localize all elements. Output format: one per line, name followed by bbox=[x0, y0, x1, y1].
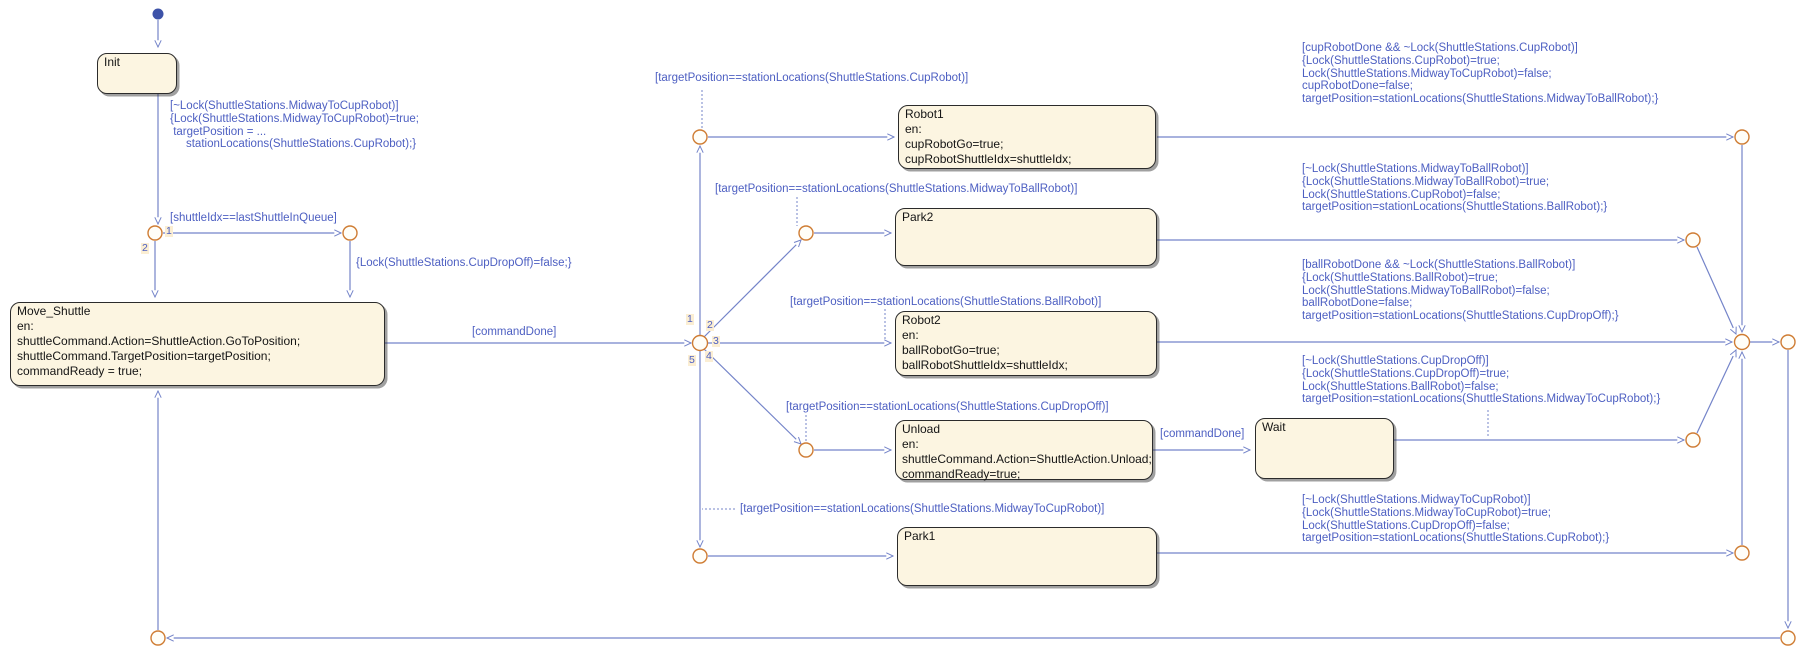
junction-jd-merge[interactable] bbox=[1733, 333, 1751, 351]
state-title: Unload bbox=[902, 422, 941, 436]
transition-jc-to-jd[interactable] bbox=[1696, 348, 1737, 434]
transition-label-cond-midway-cup[interactable]: [targetPosition==stationLocations(Shuttl… bbox=[740, 503, 1105, 515]
state-move-shuttle[interactable]: Move_Shuttle en: shuttleCommand.Action=S… bbox=[10, 302, 385, 386]
junction-ja[interactable] bbox=[1734, 129, 1750, 145]
state-robot2[interactable]: Robot2 en: ballRobotGo=true; ballRobotSh… bbox=[895, 311, 1157, 376]
state-actions: en: shuttleCommand.Action=ShuttleAction.… bbox=[17, 319, 301, 378]
transition-label-cond-cup-dropoff[interactable]: [targetPosition==stationLocations(Shuttl… bbox=[786, 401, 1109, 413]
junctions[interactable] bbox=[147, 129, 1796, 646]
transition-label-robot2-exit[interactable]: [ballRobotDone && ~Lock(ShuttleStations.… bbox=[1302, 259, 1619, 323]
branch-number-j3-1: 1 bbox=[686, 313, 694, 325]
transition-label-command-done-1[interactable]: [commandDone] bbox=[472, 326, 557, 338]
branch-number-j3-4: 4 bbox=[705, 350, 713, 362]
transition-jb-to-jd[interactable] bbox=[1696, 246, 1737, 336]
transitions[interactable] bbox=[151, 20, 1792, 642]
transition-j3-branch4[interactable] bbox=[703, 348, 802, 445]
junction-j1[interactable] bbox=[147, 225, 163, 241]
state-title: Robot1 bbox=[905, 107, 944, 121]
branch-number-j1-1: 1 bbox=[165, 225, 173, 237]
state-title: Park2 bbox=[902, 210, 934, 224]
state-actions: en: shuttleCommand.Action=ShuttleAction.… bbox=[902, 437, 1152, 481]
junction-j2[interactable] bbox=[342, 225, 358, 241]
state-wait[interactable]: Wait bbox=[1255, 418, 1394, 479]
transition-label-cond-cup-robot[interactable]: [targetPosition==stationLocations(Shuttl… bbox=[655, 72, 969, 84]
initial-state-point bbox=[152, 8, 164, 20]
junction-jb[interactable] bbox=[1685, 232, 1701, 248]
branch-number-j3-3: 3 bbox=[712, 335, 720, 347]
transition-label-wait-exit[interactable]: [~Lock(ShuttleStations.CupDropOff)] {Loc… bbox=[1302, 355, 1661, 406]
transition-label-cup-dropoff-false[interactable]: {Lock(ShuttleStations.CupDropOff)=false;… bbox=[356, 257, 572, 269]
state-robot1[interactable]: Robot1 en: cupRobotGo=true; cupRobotShut… bbox=[898, 105, 1156, 169]
transition-label-cond-ball-robot[interactable]: [targetPosition==stationLocations(Shuttl… bbox=[790, 296, 1102, 308]
junction-j6[interactable] bbox=[798, 442, 814, 458]
transition-label-shuttle-idx[interactable]: [shuttleIdx==lastShuttleInQueue] bbox=[170, 212, 337, 224]
junction-j5[interactable] bbox=[798, 225, 814, 241]
state-park1[interactable]: Park1 bbox=[897, 527, 1157, 586]
junction-j4[interactable] bbox=[692, 129, 708, 145]
state-init[interactable]: Init bbox=[97, 53, 177, 94]
branch-number-j3-2: 2 bbox=[706, 319, 714, 331]
transition-label-robot1-exit[interactable]: [cupRobotDone && ~Lock(ShuttleStations.C… bbox=[1302, 42, 1659, 106]
state-title: Move_Shuttle bbox=[17, 304, 91, 318]
junction-j7[interactable] bbox=[692, 548, 708, 564]
transition-label-cond-midway-ball[interactable]: [targetPosition==stationLocations(Shuttl… bbox=[715, 183, 1078, 195]
state-title: Robot2 bbox=[902, 313, 941, 327]
junction-jc[interactable] bbox=[1685, 432, 1701, 448]
transition-label-park1-exit[interactable]: [~Lock(ShuttleStations.MidwayToCupRobot)… bbox=[1302, 494, 1610, 545]
state-title: Wait bbox=[1262, 420, 1286, 434]
transition-label-park2-exit[interactable]: [~Lock(ShuttleStations.MidwayToBallRobot… bbox=[1302, 163, 1608, 214]
junction-jf[interactable] bbox=[1734, 545, 1750, 561]
state-unload[interactable]: Unload en: shuttleCommand.Action=Shuttle… bbox=[895, 420, 1153, 481]
transition-label-init-action[interactable]: [~Lock(ShuttleStations.MidwayToCupRobot)… bbox=[170, 100, 419, 151]
transition-label-command-done-2[interactable]: [commandDone] bbox=[1160, 428, 1245, 440]
state-title: Init bbox=[104, 55, 121, 69]
branch-number-j3-5: 5 bbox=[688, 354, 696, 366]
junction-jh[interactable] bbox=[1780, 630, 1796, 646]
label-anchor-lines bbox=[701, 90, 1489, 510]
state-park2[interactable]: Park2 bbox=[895, 208, 1157, 266]
junction-j3-central[interactable] bbox=[691, 334, 709, 352]
state-actions: en: cupRobotGo=true; cupRobotShuttleIdx=… bbox=[905, 122, 1072, 166]
transition-j3-branch2[interactable] bbox=[703, 239, 802, 338]
junction-je[interactable] bbox=[1780, 334, 1796, 350]
state-title: Park1 bbox=[904, 529, 936, 543]
junction-jg[interactable] bbox=[150, 630, 166, 646]
branch-number-j1-2: 2 bbox=[141, 242, 149, 254]
state-actions: en: ballRobotGo=true; ballRobotShuttleId… bbox=[902, 328, 1068, 372]
